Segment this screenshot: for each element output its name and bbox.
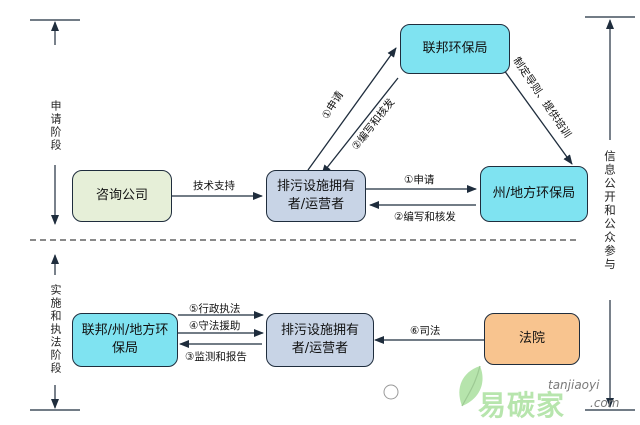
edge-apply-federal (307, 47, 397, 171)
node-operator-bottom: 排污设施拥有者/运营者 (266, 313, 374, 367)
node-operator-bottom-label: 排污设施拥有者/运营者 (280, 323, 359, 356)
label-admin-enforce: ⑤行政执法 (189, 303, 241, 315)
node-state-epa-bottom-label: 联邦/州/地方环保局 (81, 323, 169, 356)
wechat-icon (383, 384, 399, 400)
edge-issue-federal (321, 77, 399, 175)
node-court: 法院 (484, 313, 580, 365)
label-judicial: ⑥司法 (410, 325, 441, 337)
node-consultant: 咨询公司 (72, 170, 172, 222)
watermark-domain: .com (590, 396, 620, 410)
node-federal-epa: 联邦环保局 (400, 24, 510, 74)
watermark-brand: 易碳家 (478, 389, 566, 422)
disclosure-label: 信息公开和公众参与 (603, 150, 617, 272)
watermark-leaf-icon (459, 365, 483, 407)
disclosure-marker (585, 16, 635, 411)
label-compliance-help: ④守法援助 (189, 320, 241, 332)
application-phase-marker (30, 19, 80, 225)
label-monitor-report: ③监测和报告 (185, 351, 247, 363)
enforcement-phase-label: 实施和执法阶段 (49, 284, 62, 375)
node-operator-top-label: 排污设施拥有者/运营者 (276, 179, 355, 212)
application-phase-label: 申请阶段 (49, 100, 62, 152)
enforcement-phase-marker (30, 254, 80, 411)
node-state-epa-top: 州/地方环保局 (480, 166, 588, 222)
label-tech-support: 技术支持 (193, 180, 235, 192)
label-apply-state: ①申请 (404, 174, 435, 186)
watermark-handle: tanjiaoyi (548, 378, 600, 392)
node-state-epa-bottom: 联邦/州/地方环保局 (72, 313, 178, 367)
label-issue-state: ②编写和核发 (394, 211, 456, 223)
node-operator-top: 排污设施拥有者/运营者 (266, 170, 366, 222)
